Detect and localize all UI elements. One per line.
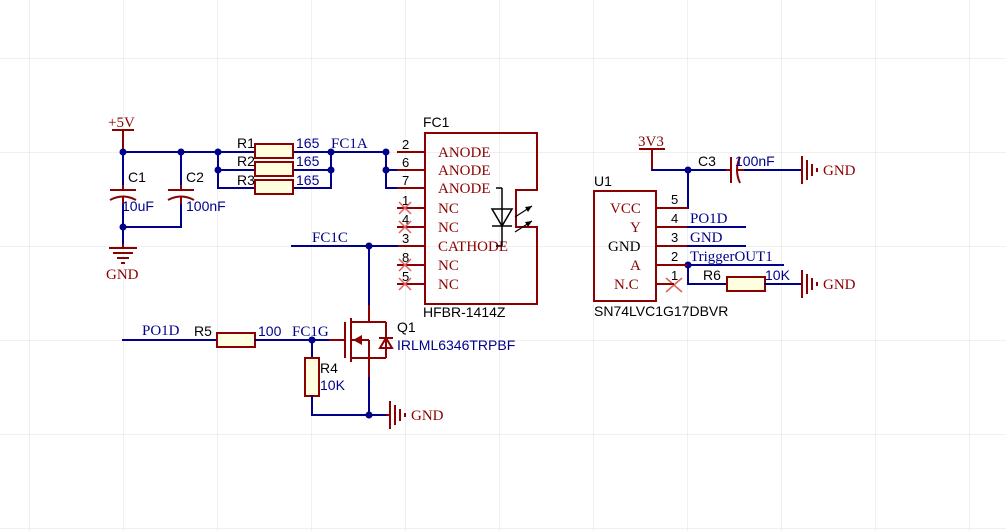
ground-label-r6: GND: [823, 277, 856, 293]
r2-ref: R2: [237, 153, 255, 169]
u1-label-vcc: VCC: [610, 201, 641, 217]
fc1-pin-num-2: 2: [402, 137, 409, 152]
u1-label-y: Y: [630, 220, 641, 236]
fc1-ref: FC1: [423, 114, 450, 130]
r3-value: 165: [296, 172, 320, 188]
c1-value: 10uF: [122, 198, 154, 214]
fc1-pin-name-nc-d: NC: [438, 277, 459, 293]
resistor-r5: [216, 332, 256, 348]
net-label-fc1c: FC1C: [312, 230, 348, 246]
r1-ref: R1: [237, 135, 255, 151]
fc1-pin-name-cathode: CATHODE: [438, 239, 508, 255]
fc1-pin-num-3: 3: [402, 231, 409, 246]
u1-internal-labels: VCC Y GND A N.C: [608, 201, 641, 293]
fc1-pin-num-5: 5: [402, 269, 409, 284]
fc1-pins: [397, 151, 425, 285]
fc1-pin-name-nc-b: NC: [438, 220, 459, 236]
r5-value: 100: [258, 323, 282, 339]
power-3v3-label: 3V3: [638, 134, 664, 150]
u1-part: SN74LVC1G17DBVR: [594, 303, 728, 319]
fc1-pin-numbers: 2 6 7 1 4 3 8 5: [402, 137, 409, 284]
resistor-r2: [254, 161, 294, 177]
ground-symbol-r6: GND: [801, 270, 856, 298]
resistor-r1: [254, 143, 294, 159]
ground-symbol-c3: GND: [801, 156, 856, 184]
u1-label-a: A: [630, 258, 641, 274]
u1-pin-num-1: 1: [671, 268, 678, 283]
u1-pin-num-4: 4: [671, 211, 678, 226]
capacitor-c1: C1 10uF: [109, 169, 154, 214]
r2-value: 165: [296, 153, 320, 169]
fc1-pin-num-7: 7: [402, 173, 409, 188]
power-5v-label: +5V: [108, 115, 135, 131]
fc1-pin-name-anode-c: ANODE: [438, 181, 491, 197]
power-3v3-symbol: 3V3: [638, 134, 665, 170]
fc1-pin-num-8: 8: [402, 250, 409, 265]
resistor-r4: [304, 357, 320, 397]
c1-ref: C1: [128, 169, 146, 185]
mosfet-q1: Q1 IRLML6346TRPBF: [328, 305, 515, 378]
capacitor-c2: C2 100nF: [167, 169, 226, 214]
u1-pin-num-3: 3: [671, 230, 678, 245]
capacitor-c3: C3 100nF: [698, 153, 775, 184]
ground-label-q1: GND: [411, 408, 444, 424]
u1-label-gnd: GND: [608, 239, 641, 255]
r4-value: 10K: [320, 377, 346, 393]
fc1-pin-name-nc-a: NC: [438, 201, 459, 217]
r1-value: 165: [296, 135, 320, 151]
ground-label-left: GND: [106, 267, 139, 283]
u1-pin-num-5: 5: [671, 192, 678, 207]
c3-ref: C3: [698, 153, 716, 169]
r6-ref: R6: [703, 267, 721, 283]
c2-value: 100nF: [186, 198, 226, 214]
fc1-pin-name-anode-b: ANODE: [438, 163, 491, 179]
net-label-gnd-u1: GND: [690, 230, 723, 246]
power-5v-symbol: +5V: [108, 115, 135, 152]
u1-label-nc: N.C: [614, 277, 639, 293]
r5-ref: R5: [194, 323, 212, 339]
net-label-po1d-left: PO1D: [142, 323, 180, 339]
led-symbol: [490, 187, 533, 247]
ground-symbol-left: GND: [106, 244, 139, 283]
resistor-r6: [726, 276, 766, 292]
net-label-po1d-right: PO1D: [690, 211, 728, 227]
ground-symbol-q1: GND: [386, 401, 444, 429]
fc1-pin-num-6: 6: [402, 155, 409, 170]
c3-value: 100nF: [735, 153, 775, 169]
fc1-pin-num-4: 4: [402, 212, 409, 227]
r6-value: 10K: [765, 267, 791, 283]
q1-part: IRLML6346TRPBF: [397, 337, 515, 353]
fc1-body: [424, 132, 538, 305]
u1-pin-numbers: 5 4 3 2 1: [671, 192, 678, 283]
net-label-trigger: TriggerOUT1: [690, 249, 773, 265]
net-label-fc1g: FC1G: [292, 324, 329, 340]
ground-label-c3: GND: [823, 163, 856, 179]
fc1-pin-name-nc-c: NC: [438, 258, 459, 274]
u1-pin-num-2: 2: [671, 249, 678, 264]
u1-pins: [656, 207, 688, 285]
r3-ref: R3: [237, 172, 255, 188]
net-label-fc1a: FC1A: [331, 136, 368, 152]
r4-ref: R4: [320, 360, 338, 376]
c2-ref: C2: [186, 169, 204, 185]
q1-ref: Q1: [397, 319, 416, 335]
fc1-pin-names: ANODE ANODE ANODE NC NC CATHODE NC NC: [438, 145, 508, 293]
fc1-pin-num-1: 1: [402, 193, 409, 208]
fc1-part: HFBR-1414Z: [423, 304, 506, 320]
resistor-r3: [254, 179, 294, 195]
u1-ref: U1: [594, 173, 612, 189]
fc1-pin-name-anode-a: ANODE: [438, 145, 491, 161]
